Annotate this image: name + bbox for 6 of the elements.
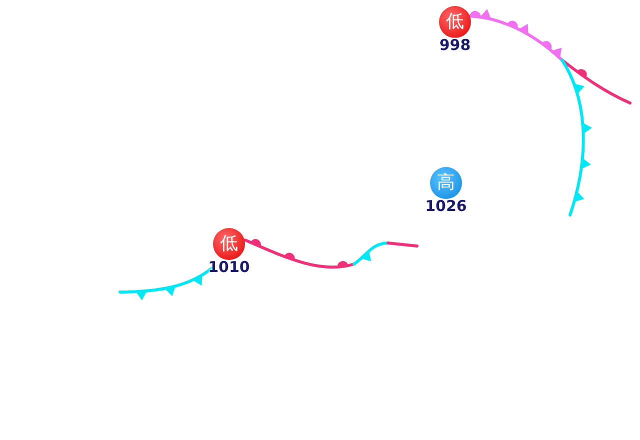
low-pressure-symbol: 低 [213,228,245,260]
pressure-value: 1026 [425,198,467,214]
low-pressure-symbol: 低 [439,6,471,38]
pressure-value: 1010 [208,259,250,275]
pressure-value: 998 [439,37,471,53]
high-pressure-symbol: 高 [430,167,462,199]
